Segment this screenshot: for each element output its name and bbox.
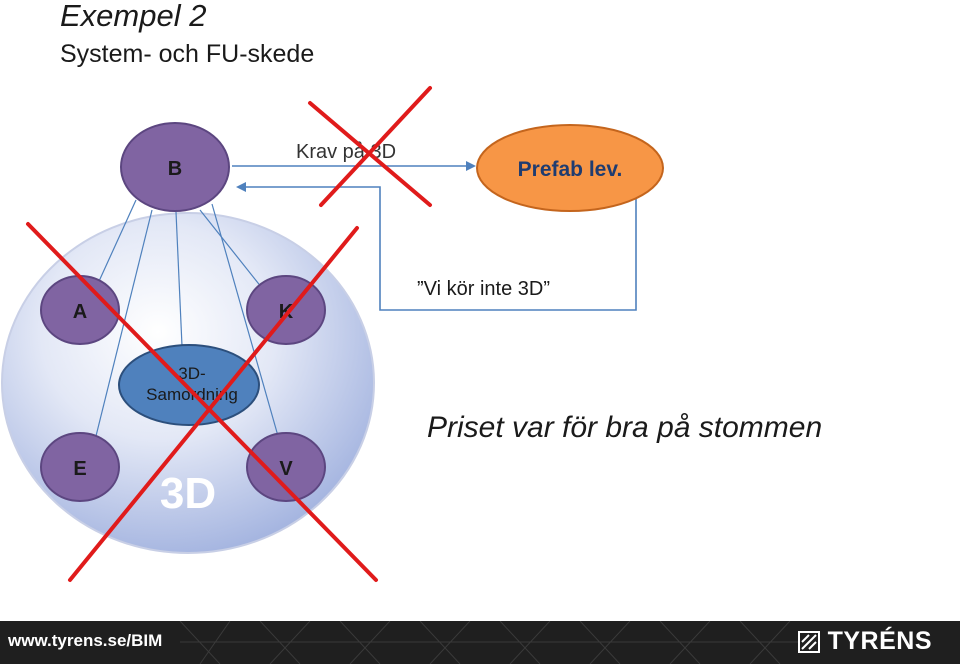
node-v-label: V — [279, 458, 293, 480]
line-b-a — [94, 199, 137, 291]
node-prefab-label: Prefab lev. — [518, 158, 623, 181]
cross-requirement-line-2 — [319, 86, 432, 207]
node-b-label: B — [168, 158, 182, 180]
footer-url[interactable]: www.tyrens.se/BIM — [8, 631, 163, 650]
requirement-label: Krav på 3D — [296, 141, 396, 163]
node-e — [40, 432, 120, 502]
cross-sphere-line-1 — [26, 222, 378, 582]
node-v — [246, 432, 326, 502]
slide-title: Exempel 2 — [60, 0, 207, 33]
tyrens-logo-text: TYRÉNS — [827, 627, 932, 655]
node-a-label: A — [73, 301, 87, 323]
node-coordination-label-1: 3D- — [178, 364, 205, 383]
footer-bar: www.tyrens.se/BIM TYRÉNS — [0, 621, 960, 664]
slide-subtitle: System- och FU-skede — [60, 40, 315, 68]
b-connection-lines — [94, 199, 279, 437]
cross-sphere-line-2 — [68, 226, 359, 582]
line-b-v — [211, 203, 279, 437]
conclusion-label: Priset var för bra på stommen — [427, 411, 822, 444]
node-e-label: E — [73, 458, 86, 480]
cross-over-3d-sphere — [26, 222, 378, 582]
reply-label: ”Vi kör inte 3D” — [417, 278, 550, 300]
node-b — [120, 122, 230, 212]
line-b-k — [199, 209, 263, 289]
tyrens-logo: TYRÉNS — [797, 627, 932, 656]
node-coordination — [118, 344, 260, 426]
footer-pattern — [179, 621, 800, 664]
node-prefab — [476, 124, 664, 212]
line-b-coordination — [175, 211, 183, 347]
sphere-label: 3D — [160, 469, 216, 518]
tyrens-logo-icon — [797, 630, 820, 653]
cross-over-requirement — [308, 86, 432, 207]
reply-arrow — [236, 182, 637, 311]
diagram-canvas: 3D B Prefab lev. A K 3D- Samordning E V … — [1, 86, 822, 582]
